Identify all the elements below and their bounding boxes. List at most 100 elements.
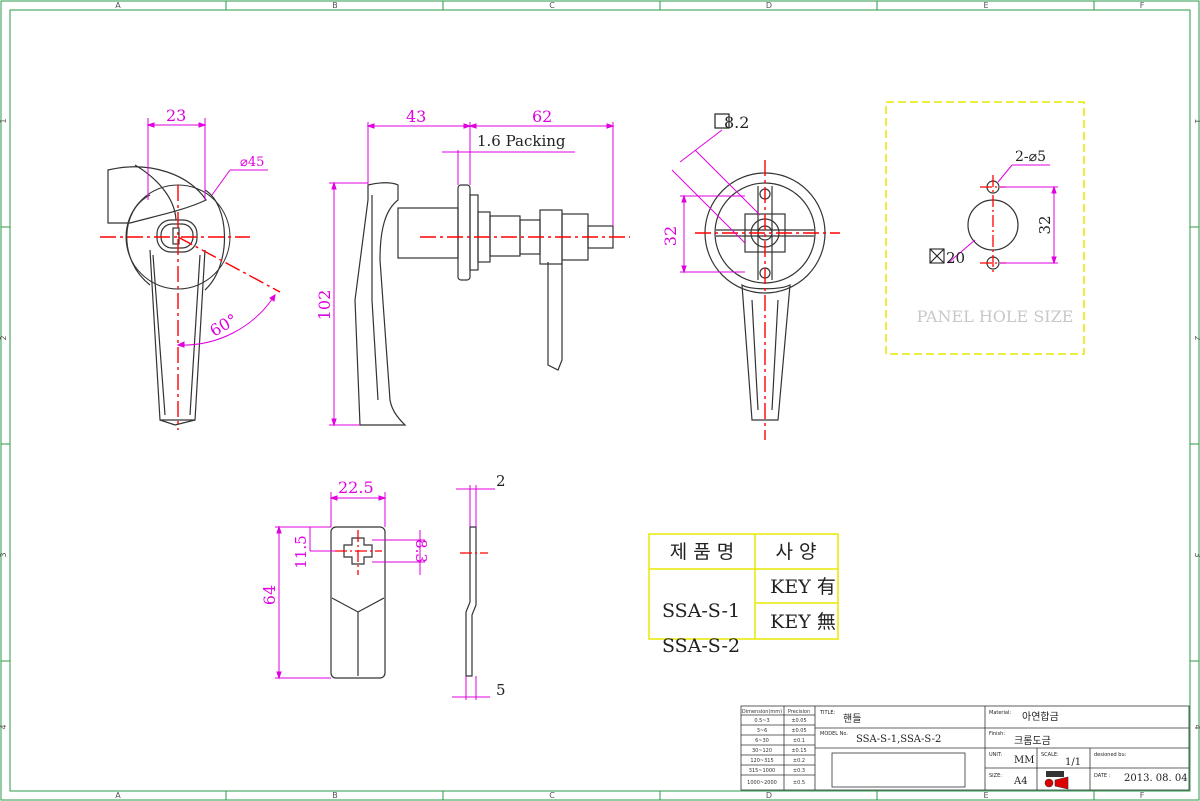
cam-square-dim: 8.3 [412, 539, 430, 563]
panel-hole-dimensions [947, 164, 1058, 265]
title-block-grid [740, 705, 1190, 791]
end-square-symbol [714, 113, 730, 129]
side-depth-dim: 43 [406, 107, 426, 126]
cam-height-dim: 64 [260, 585, 279, 605]
tolerance-row-1-prec: ±0.05 [791, 718, 806, 724]
date-value: 2013. 08. 04 [1124, 773, 1188, 784]
grid-col-f-bottom: F [1140, 791, 1145, 800]
front-view-centerlines [100, 185, 281, 430]
spec-value-1: KEY 有 [770, 576, 836, 598]
spec-table: 제 품 명 사 양 SSA-S-1 SSA-S-2 KEY 有 KEY 無 [648, 533, 839, 657]
side-height-dim: 102 [315, 290, 334, 321]
grid-row-3-right: 3 [1193, 552, 1200, 557]
tolerance-row-5-dim: 120~315 [750, 758, 773, 764]
panel-hole-centerlines [980, 175, 1006, 275]
tolerance-header-precision: Precision [788, 709, 810, 715]
tolerance-row-3-dim: 6~30 [755, 738, 769, 744]
tolerance-row-1-dim: 0.5~3 [754, 718, 769, 724]
cam-view: 22.5 64 11.5 8.3 [260, 478, 430, 680]
material-label: Material: [989, 710, 1011, 716]
grid-row-1: 1 [0, 118, 8, 123]
tolerance-row-4-prec: ±0.15 [791, 748, 806, 754]
cam-thickness-top-dim: 2 [496, 472, 506, 490]
size-value: A4 [1013, 776, 1028, 787]
tolerance-row-2-dim: 3~6 [757, 728, 768, 734]
title-label: TITLE: [819, 710, 836, 716]
grid-col-a-bottom: A [115, 791, 121, 800]
cam-width-dim: 22.5 [338, 478, 374, 497]
projection-symbol-icon [1044, 771, 1069, 790]
end-view-dimensions [671, 129, 761, 274]
unit-value: MM [1014, 755, 1034, 766]
cam-centerlines [335, 530, 382, 575]
grid-col-e: E [983, 1, 988, 10]
front-view: 23 ⌀45 60° [100, 106, 281, 430]
model-label: MODEL No. [820, 731, 848, 737]
panel-square-symbol [929, 248, 945, 264]
end-height-dim: 32 [661, 226, 680, 246]
grid-col-e-bottom: E [983, 791, 988, 800]
tolerance-row-4-dim: 30~120 [752, 748, 772, 754]
spec-value-2: KEY 無 [770, 611, 836, 633]
material-value: 아연합금 [1022, 711, 1059, 723]
front-width-dim: 23 [166, 106, 186, 125]
grid-row-4: 4 [0, 724, 8, 729]
scale-value: 1/1 [1065, 757, 1081, 768]
front-diameter-dim: ⌀45 [240, 155, 264, 170]
panel-holes-dim: 2-⌀5 [1015, 149, 1046, 165]
end-view: 8.2 32 [661, 113, 840, 440]
spec-header-product: 제 품 명 [670, 541, 735, 563]
spec-table-grid [648, 533, 839, 640]
spec-model-2: SSA-S-2 [662, 635, 740, 657]
side-packing-dim: 1.6 Packing [477, 132, 566, 150]
cam-outline [330, 526, 386, 679]
front-view-dimensions [146, 118, 276, 348]
grid-column-labels-bottom: A B C D E F [115, 791, 1144, 800]
side-shaft-dim: 62 [532, 107, 552, 126]
spec-header-spec: 사 양 [776, 541, 817, 563]
end-square-dim: 8.2 [724, 113, 749, 132]
cam-side-dimensions [452, 485, 495, 700]
grid-col-c: C [549, 1, 555, 10]
panel-spacing-dim: 32 [1036, 215, 1054, 234]
tolerance-row-5-prec: ±0.2 [793, 758, 805, 764]
end-view-centerlines [695, 160, 840, 440]
grid-row-2: 2 [0, 335, 8, 340]
date-label: DATE : [1094, 773, 1111, 779]
size-label: SIZE: [989, 773, 1002, 779]
tolerance-row-2-prec: ±0.05 [791, 728, 806, 734]
unit-label: UNIT: [989, 752, 1002, 758]
designed-label: desioned bu: [1094, 752, 1127, 758]
grid-row-labels-right: 1 2 3 4 [1193, 118, 1200, 729]
panel-square-dim: 20 [946, 249, 965, 267]
tolerance-row-3-prec: ±0.1 [793, 738, 805, 744]
panel-hole-view: 2-⌀5 32 20 PANEL HOLE SIZE [885, 101, 1085, 355]
cam-dimensions [275, 492, 425, 680]
tolerance-header-dimension: Dimension(mm) [742, 709, 782, 715]
panel-hole-frame [885, 101, 1085, 355]
side-view-outline [354, 182, 614, 426]
grid-col-a: A [115, 1, 121, 10]
title-block: Dimension(mm) Precision 0.5~3 ±0.05 3~6 … [740, 705, 1190, 791]
panel-hole-label: PANEL HOLE SIZE [917, 307, 1074, 326]
title-value: 핸들 [843, 713, 861, 725]
grid-col-b: B [332, 1, 338, 10]
grid-row-2-right: 2 [1193, 335, 1200, 340]
front-angle-dim: 60° [207, 310, 241, 341]
tolerance-row-6-prec: ±0.3 [793, 768, 805, 774]
cam-side-outline [465, 526, 477, 677]
finish-label: Finish: [989, 731, 1005, 737]
grid-row-1-right: 1 [1193, 118, 1200, 123]
tolerance-row-6-dim: 315~1000 [749, 768, 775, 774]
tolerance-row-7-dim: 1000~2000 [747, 780, 777, 786]
cam-side-view: 2 5 [452, 472, 506, 700]
grid-column-labels-top: A B C D E F [115, 1, 1144, 10]
grid-col-d-bottom: D [766, 791, 772, 800]
tolerance-row-7-prec: ±0.5 [793, 780, 805, 786]
front-view-outline [107, 164, 231, 426]
grid-col-d: D [766, 1, 772, 10]
grid-col-f: F [1140, 1, 1145, 10]
grid-row-labels-left: 1 2 3 4 [0, 118, 8, 729]
